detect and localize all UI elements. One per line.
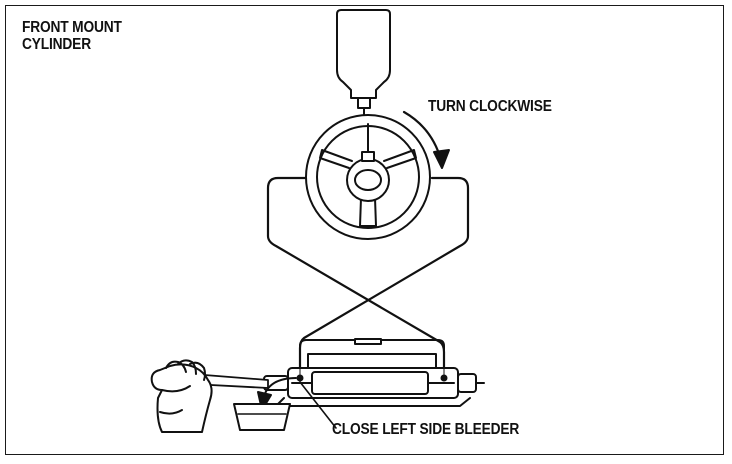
diagram-title: FRONT MOUNT CYLINDER — [22, 19, 122, 53]
clockwise-arrow — [402, 110, 450, 169]
oil-bottle — [336, 9, 391, 125]
turn-clockwise-label: TURN CLOCKWISE — [428, 98, 552, 115]
title-line-1: FRONT MOUNT — [22, 19, 122, 36]
close-bleeder-label: CLOSE LEFT SIDE BLEEDER — [332, 421, 520, 438]
hydraulic-cylinder — [263, 338, 485, 407]
steering-wheel — [305, 114, 431, 240]
title-line-2: CYLINDER — [22, 36, 91, 53]
hand-on-rod — [150, 359, 269, 433]
bleeder-pointer — [299, 381, 337, 429]
drain-container — [233, 403, 291, 431]
